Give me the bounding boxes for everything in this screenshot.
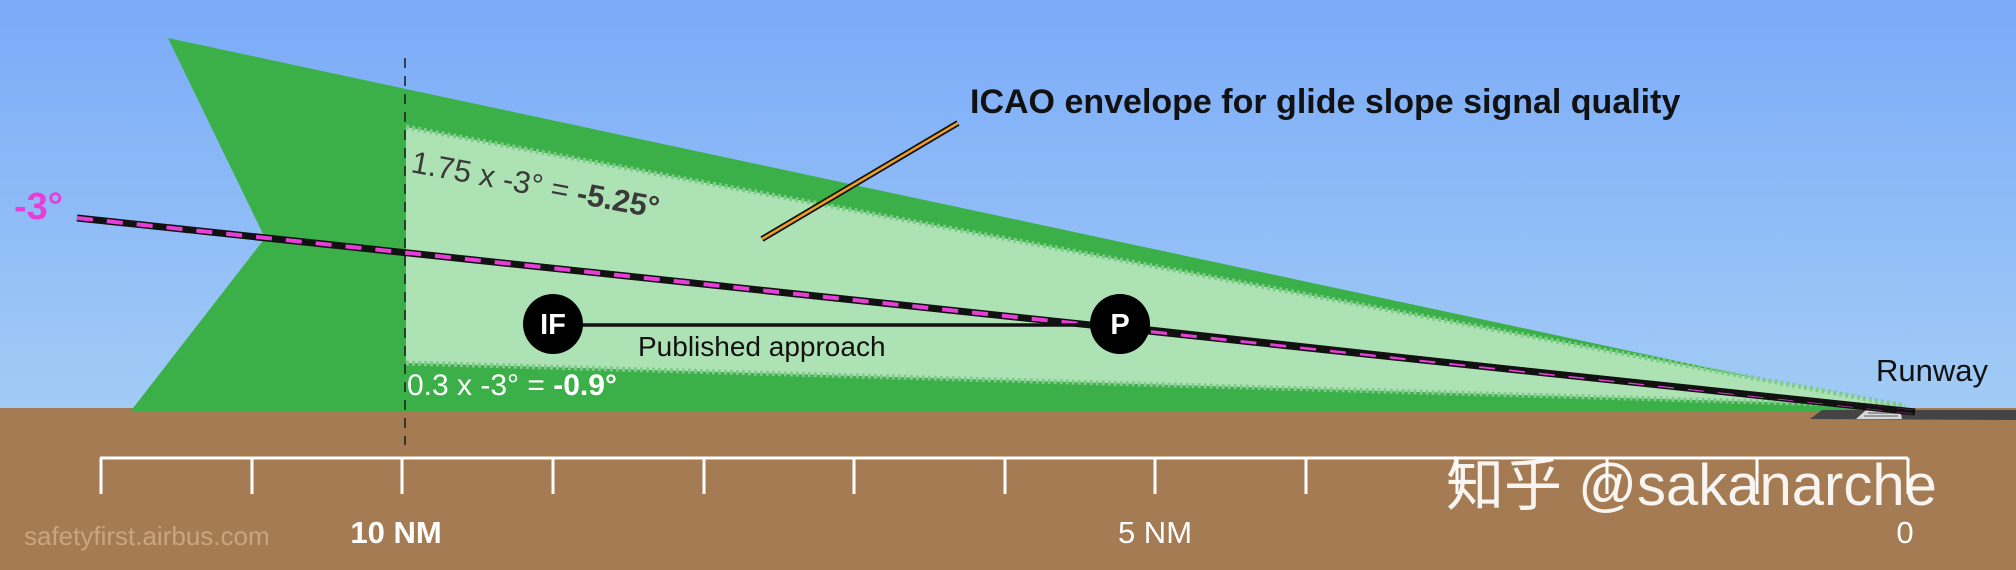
ground	[0, 408, 2016, 570]
lower-limit-formula: 0.3 x -3° =	[407, 369, 553, 402]
watermark: 知乎 @sakanarche	[1446, 453, 1937, 518]
five-nm-label: 5 NM	[1118, 515, 1192, 550]
distance-scale	[99, 456, 1910, 494]
runway-label: Runway	[1876, 353, 1988, 388]
diagram-title: ICAO envelope for glide slope signal qua…	[970, 83, 1680, 121]
if-waypoint	[523, 294, 583, 354]
p-label: P	[1110, 309, 1129, 341]
inner-zone-upper-edge	[405, 124, 1906, 409]
ten-nm-label: 10 NM	[350, 515, 441, 550]
glide-slope-angle-label: -3°	[14, 186, 63, 228]
p-waypoint	[1090, 294, 1150, 354]
zero-nm-label: 0	[1896, 515, 1913, 550]
runway-threshold-mark	[1864, 415, 1898, 417]
if-label: IF	[540, 309, 566, 341]
source-credit: safetyfirst.airbus.com	[24, 521, 270, 551]
published-descent-line	[1119, 323, 1916, 414]
inner-zone-lower-edge	[405, 360, 1906, 409]
title-leader-line-highlight	[761, 121, 959, 241]
published-approach-label: Published approach	[638, 331, 886, 362]
lower-limit-value: -0.9°	[553, 369, 617, 402]
runway-threshold-mark	[1868, 412, 1896, 414]
lower-limit-label: 0.3 x -3° = -0.9°	[407, 369, 617, 402]
